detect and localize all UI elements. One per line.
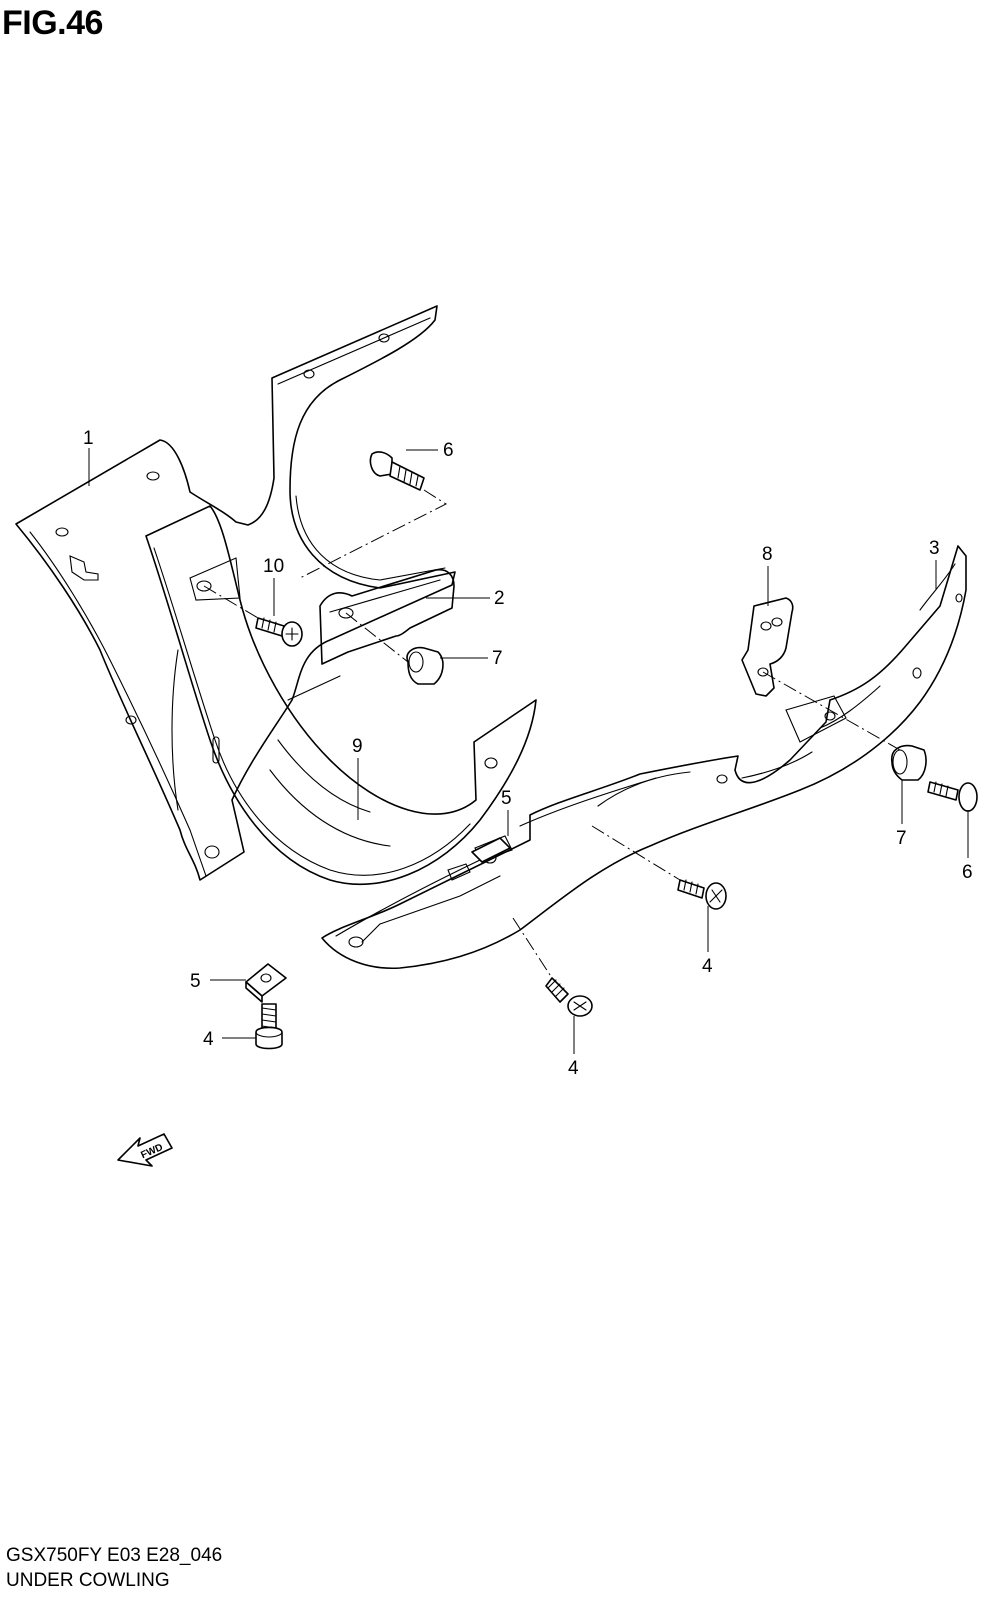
callout-4-lower: 4 <box>568 1058 579 1079</box>
callout-6-upper: 6 <box>443 440 454 461</box>
part-2-bracket <box>319 568 455 665</box>
part-1-side-cowling <box>15 305 456 881</box>
callout-1: 1 <box>83 428 94 449</box>
part-5-clip-nut-installed <box>471 837 511 863</box>
part-4-screw-middle <box>677 879 727 910</box>
callout-10: 10 <box>263 556 284 577</box>
callout-2: 2 <box>494 588 505 609</box>
figure-title: FIG.46 <box>2 4 103 42</box>
callout-7-right: 7 <box>896 828 907 849</box>
callout-7-upper: 7 <box>492 648 503 669</box>
callout-8: 8 <box>762 544 773 565</box>
part-7-grommet-upper <box>406 646 444 685</box>
callout-6-right: 6 <box>962 862 973 883</box>
callout-4-middle: 4 <box>702 956 713 977</box>
callout-4-loose: 4 <box>203 1029 214 1050</box>
part-6-screw-right <box>927 781 978 812</box>
section-name: UNDER COWLING <box>6 1570 170 1591</box>
callout-3: 3 <box>929 538 940 559</box>
leader-lines <box>88 448 969 1054</box>
callout-9: 9 <box>352 736 363 757</box>
part-10-bolt <box>255 617 303 647</box>
model-code: GSX750FY E03 E28_046 <box>6 1545 223 1566</box>
part-4-screw-loose <box>255 1003 283 1050</box>
part-5-clip-nut-loose <box>245 963 287 1003</box>
callout-5-loose: 5 <box>190 971 201 992</box>
fwd-direction-arrow: FWD <box>117 1133 173 1167</box>
callout-5-panel: 5 <box>501 788 512 809</box>
assembly-lines <box>203 489 901 979</box>
part-7-grommet-right <box>890 744 927 781</box>
part-9-inner-cowling <box>145 505 537 886</box>
part-3-lower-cowling <box>321 545 967 970</box>
part-6-screw-upper <box>369 451 425 491</box>
part-8-small-bracket <box>741 597 794 697</box>
part-4-screw-lower <box>545 977 593 1017</box>
callout-labels: 1 6 10 2 7 9 8 3 5 7 6 4 5 4 4 <box>83 428 973 1079</box>
